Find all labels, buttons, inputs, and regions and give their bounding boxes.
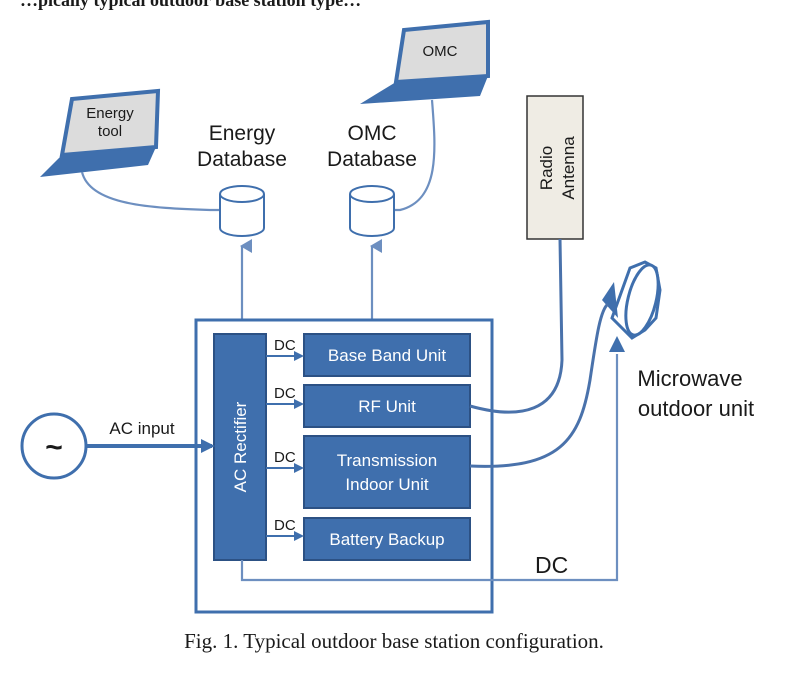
dc-label-rf: DC [274, 385, 296, 402]
ac-rectifier-label: AC Rectifier [231, 401, 250, 492]
battery-backup-label: Battery Backup [329, 530, 444, 549]
dc-label-base-band: DC [274, 337, 296, 354]
ac-source-tilde: ~ [45, 431, 63, 464]
dc-label-battery: DC [274, 517, 296, 534]
ac-input-label: AC input [109, 419, 174, 438]
radio-antenna-label-line1: Radio [537, 146, 556, 190]
transmission-unit-box [303, 435, 471, 509]
rf-to-antenna-cable [469, 238, 564, 414]
omc-database-icon [349, 185, 395, 237]
energy-tool-label-line1: Energy [86, 105, 134, 122]
energy-tool-laptop-icon [40, 88, 161, 177]
base-band-unit-box [303, 333, 471, 377]
figure-caption: Fig. 1. Typical outdoor base station con… [184, 629, 604, 653]
omc-laptop-label: OMC [423, 43, 458, 60]
energy-tool-label-line2: tool [98, 123, 122, 140]
rf-unit-label: RF Unit [358, 397, 416, 416]
battery-backup-box [303, 517, 471, 561]
dc-bottom-label: DC [535, 552, 568, 578]
omc-laptop-icon [360, 19, 490, 104]
energy-database-icon [219, 185, 265, 237]
energy-tool-cable [80, 171, 220, 212]
dc-feed-line [240, 354, 619, 582]
transmission-to-microwave-cable [469, 302, 610, 468]
omc-db-label-line2: Database [327, 148, 417, 171]
omc-db-label-line1: OMC [348, 122, 397, 145]
transmission-unit-label-line1: Transmission [337, 451, 437, 470]
energy-db-label-line1: Energy [209, 122, 276, 145]
microwave-label-line1: Microwave [637, 366, 742, 391]
dc-label-transmission: DC [274, 449, 296, 466]
header-text: …pically typical outdoor base station ty… [20, 0, 361, 10]
energy-db-label-line2: Database [197, 148, 287, 171]
base-band-unit-label: Base Band Unit [328, 346, 446, 365]
microwave-dish-icon [602, 260, 662, 352]
transmission-unit-label-line2: Indoor Unit [345, 475, 428, 494]
radio-antenna-label-line2: Antenna [559, 136, 578, 200]
radio-antenna-box [526, 95, 584, 240]
omc-cable [395, 99, 436, 212]
microwave-label-line2: outdoor unit [638, 396, 754, 421]
